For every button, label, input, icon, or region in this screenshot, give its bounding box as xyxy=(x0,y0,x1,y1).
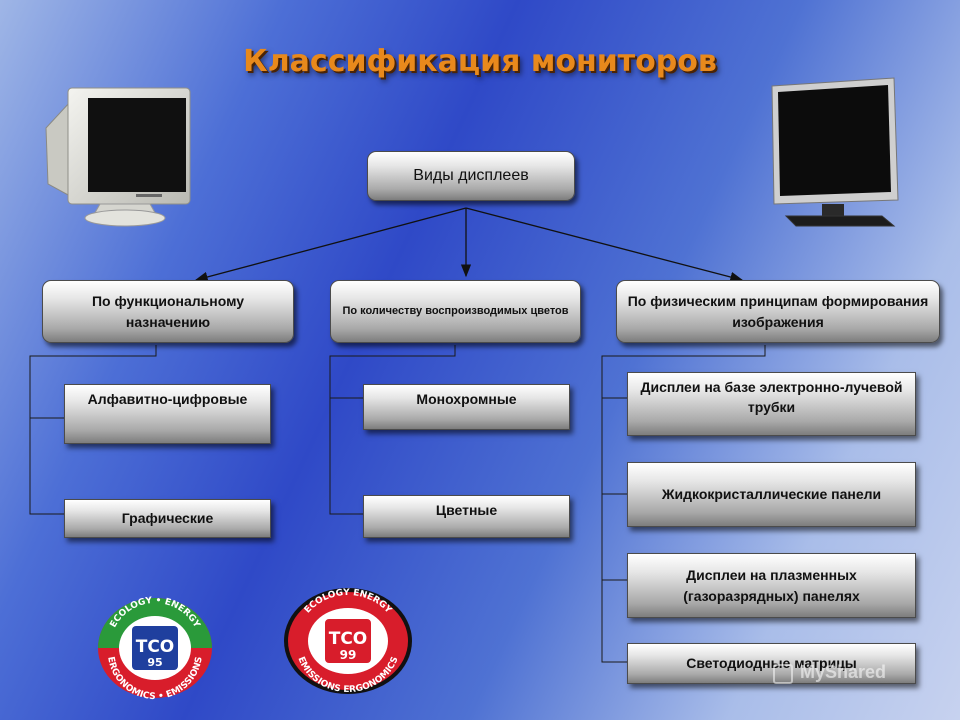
leaf-color-label: Цветные xyxy=(435,502,498,518)
leaf-alphanumeric-label: Алфавитно-цифровые xyxy=(87,391,248,407)
tco99-logo: ECOLOGY ENERGY EMISSIONS ERGONOMICS TCO … xyxy=(284,588,412,695)
category-colors-label: По количеству воспроизводимых цветов xyxy=(342,304,569,317)
leaf-plasma: Дисплеи на плазменных (газоразрядных) па… xyxy=(627,553,916,618)
tco95-brand: TCO xyxy=(136,637,175,657)
leaf-graphic-label: Графические xyxy=(121,510,214,527)
category-functional-box: По функциональному назначению xyxy=(42,280,294,343)
arrow-to-functional xyxy=(194,207,467,283)
category-physical-label: По физическим принципам формирования изо… xyxy=(627,293,929,330)
watermark-text: MyShared xyxy=(800,662,887,682)
tree-line-functional xyxy=(29,345,157,515)
arrow-to-physical xyxy=(465,207,744,283)
tree-line-colors xyxy=(329,345,456,515)
category-physical-box: По физическим принципам формирования изо… xyxy=(616,280,940,343)
category-functional-label: По функциональному назначению xyxy=(91,293,245,330)
leaf-plasma-label: Дисплеи на плазменных (газоразрядных) па… xyxy=(683,567,860,604)
tco95-year: 95 xyxy=(147,656,162,669)
leaf-monochrome-label: Монохромные xyxy=(416,391,517,407)
lcd-monitor-image xyxy=(771,77,899,227)
watermark-icon xyxy=(773,664,793,684)
tree-line-physical xyxy=(601,345,766,663)
leaf-alphanumeric: Алфавитно-цифровые xyxy=(64,384,271,444)
root-label: Виды дисплеев xyxy=(413,167,529,185)
leaf-graphic: Графические xyxy=(64,499,271,538)
leaf-monochrome: Монохромные xyxy=(363,384,570,430)
slide-title: Классификация мониторов xyxy=(243,44,717,79)
leaf-crt-label: Дисплеи на базе электронно-лучевой трубк… xyxy=(640,379,903,416)
watermark: MyShared xyxy=(776,662,886,683)
crt-monitor-image xyxy=(45,87,191,227)
leaf-crt: Дисплеи на базе электронно-лучевой трубк… xyxy=(627,372,916,436)
leaf-lcd: Жидкокристаллические панели xyxy=(627,462,916,527)
leaf-color: Цветные xyxy=(363,495,570,538)
root-box: Виды дисплеев xyxy=(367,151,575,201)
leaf-lcd-label: Жидкокристаллические панели xyxy=(661,486,882,503)
leaf-led-label: Светодиодные матрицы xyxy=(686,655,857,672)
tco95-logo: ECOLOGY • ENERGY ERGONOMICS • EMISSIONS … xyxy=(98,596,212,700)
category-colors-box: По количеству воспроизводимых цветов xyxy=(330,280,581,343)
tco99-year: 99 xyxy=(340,648,357,662)
tco99-brand: TCO xyxy=(329,629,368,649)
leaf-led: Светодиодные матрицы xyxy=(627,643,916,684)
